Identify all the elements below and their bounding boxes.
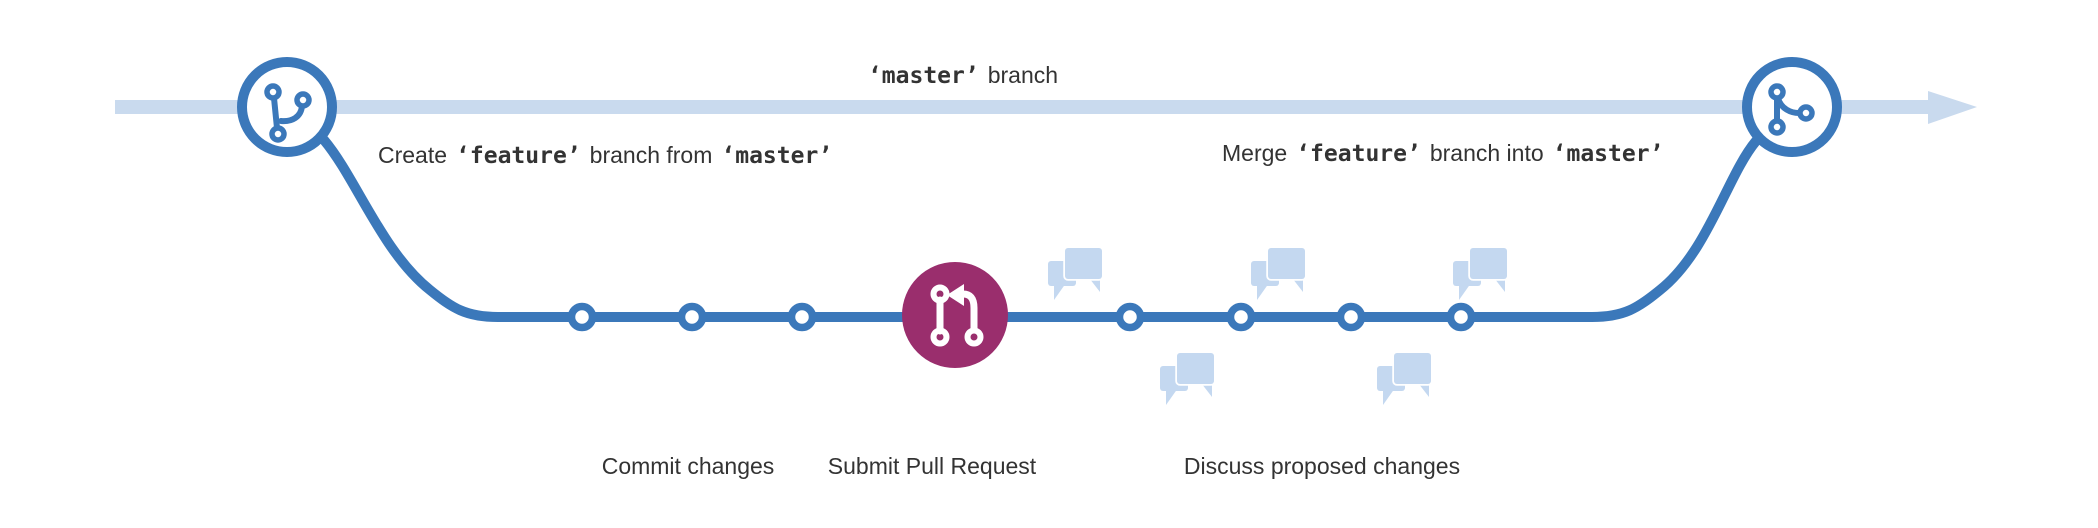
merge-branch-prefix: Merge — [1222, 140, 1288, 166]
commit-dot — [1226, 302, 1256, 332]
speech-bubbles-icon — [1453, 246, 1509, 300]
discussion-bubbles-above — [1048, 246, 1509, 300]
branch-point-node — [237, 57, 337, 157]
speech-bubbles-icon — [1048, 246, 1104, 300]
arrow-right-icon — [1928, 91, 1977, 124]
commit-dot — [1336, 302, 1366, 332]
merge-branch-middle: branch into — [1429, 140, 1544, 166]
commit-dot — [1446, 302, 1476, 332]
pull-request-node — [902, 262, 1008, 368]
master-branch-label: ‘master’ branch — [868, 62, 1058, 89]
pull-request-circle — [902, 262, 1008, 368]
feature-branch-path — [319, 135, 1761, 322]
step-commit-label: Commit changes — [602, 453, 775, 480]
merge-branch-feature-code: ‘feature’ — [1296, 141, 1421, 167]
commit-dot — [567, 302, 597, 332]
master-branch-line — [115, 91, 1977, 124]
commit-dot — [787, 302, 817, 332]
master-line-bar — [115, 100, 1928, 114]
master-branch-code: ‘master’ — [867, 63, 979, 89]
git-merge-icon — [1768, 83, 1815, 136]
git-branch-icon — [264, 83, 312, 143]
speech-bubbles-icon — [1377, 351, 1433, 405]
git-pull-request-icon — [930, 284, 984, 347]
branch-node-circle — [237, 57, 337, 157]
step-submit-text: Submit Pull Request — [827, 453, 1037, 479]
speech-bubbles-icon — [1160, 351, 1216, 405]
master-branch-suffix: branch — [987, 62, 1059, 88]
create-branch-master-code: ‘master’ — [721, 143, 833, 169]
commit-dot — [1115, 302, 1145, 332]
create-branch-feature-code: ‘feature’ — [456, 143, 581, 169]
speech-bubbles-icon — [1251, 246, 1307, 300]
create-branch-middle: branch from — [589, 142, 713, 168]
create-branch-prefix: Create — [378, 142, 448, 168]
discussion-bubbles-below — [1160, 351, 1433, 405]
step-commit-text: Commit changes — [601, 453, 775, 479]
step-discuss-text: Discuss proposed changes — [1183, 453, 1461, 479]
merge-branch-master-code: ‘master’ — [1552, 141, 1664, 167]
commit-dot — [677, 302, 707, 332]
step-submit-label: Submit Pull Request — [828, 453, 1036, 480]
commit-dots — [567, 302, 1476, 332]
merge-branch-label: Merge ‘feature’ branch into ‘master’ — [1222, 140, 1663, 167]
merge-node-circle — [1742, 57, 1842, 157]
create-branch-label: Create ‘feature’ branch from ‘master’ — [378, 142, 832, 169]
merge-point-node — [1742, 57, 1842, 157]
step-discuss-label: Discuss proposed changes — [1184, 453, 1460, 480]
